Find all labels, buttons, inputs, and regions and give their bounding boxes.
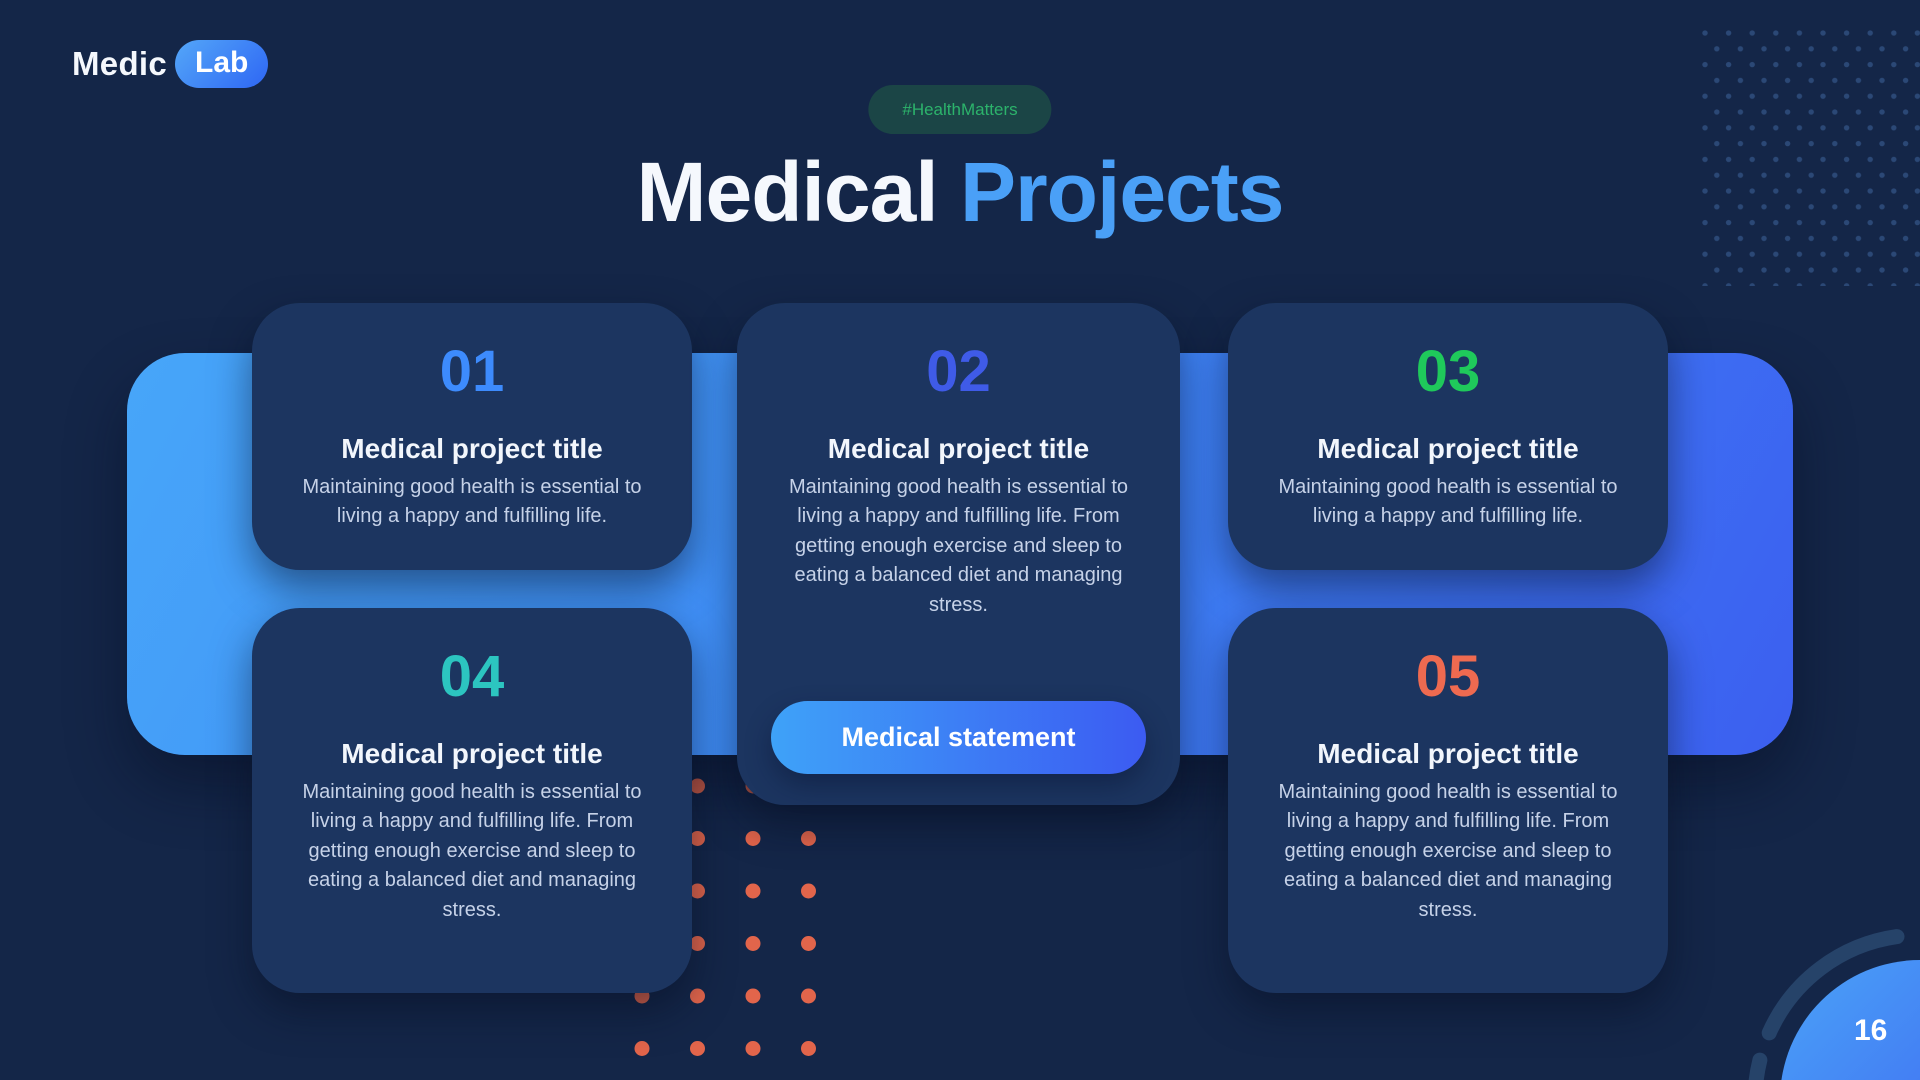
- project-card-01: 01 Medical project title Maintaining goo…: [252, 303, 692, 570]
- medical-statement-button[interactable]: Medical statement: [771, 701, 1146, 774]
- logo: Medic Lab: [72, 40, 269, 88]
- project-card-03: 03 Medical project title Maintaining goo…: [1228, 303, 1668, 570]
- card-body: Maintaining good health is essential to …: [1278, 780, 1618, 921]
- corner-arc-decoration: [1748, 929, 1905, 1080]
- card-title: Medical project title: [341, 737, 603, 769]
- project-card-02: 02 Medical project title Maintaining goo…: [737, 303, 1180, 805]
- page-title-part1: Medical: [636, 145, 939, 239]
- page-title-part2: Projects: [959, 145, 1284, 239]
- card-number: 01: [439, 339, 505, 404]
- card-title: Medical project title: [827, 432, 1090, 464]
- project-card-05: 05 Medical project title Maintaining goo…: [1228, 608, 1668, 993]
- card-body: Maintaining good health is essential to …: [302, 475, 642, 528]
- card-body: Maintaining good health is essential to …: [302, 780, 642, 921]
- card-number: 02: [926, 339, 991, 404]
- project-card-04: 04 Medical project title Maintaining goo…: [252, 608, 692, 993]
- card-body: Maintaining good health is essential to …: [1278, 475, 1618, 528]
- page-title: Medical Projects: [0, 144, 1920, 241]
- card-title: Medical project title: [1317, 737, 1579, 769]
- card-number: 05: [1415, 644, 1481, 709]
- card-title: Medical project title: [1317, 432, 1579, 464]
- logo-text: Medic: [72, 45, 168, 82]
- card-number: 03: [1415, 339, 1481, 404]
- hashtag-badge-label: #HealthMatters: [902, 100, 1018, 119]
- page-number: 16: [1854, 1014, 1888, 1047]
- card-body: Maintaining good health is essential to …: [788, 475, 1129, 616]
- card-title: Medical project title: [341, 432, 603, 464]
- blue-dot-pattern: [1700, 28, 1920, 286]
- hashtag-badge: #HealthMatters: [868, 85, 1052, 134]
- card-number: 04: [439, 644, 505, 709]
- logo-pill: Lab: [175, 40, 269, 88]
